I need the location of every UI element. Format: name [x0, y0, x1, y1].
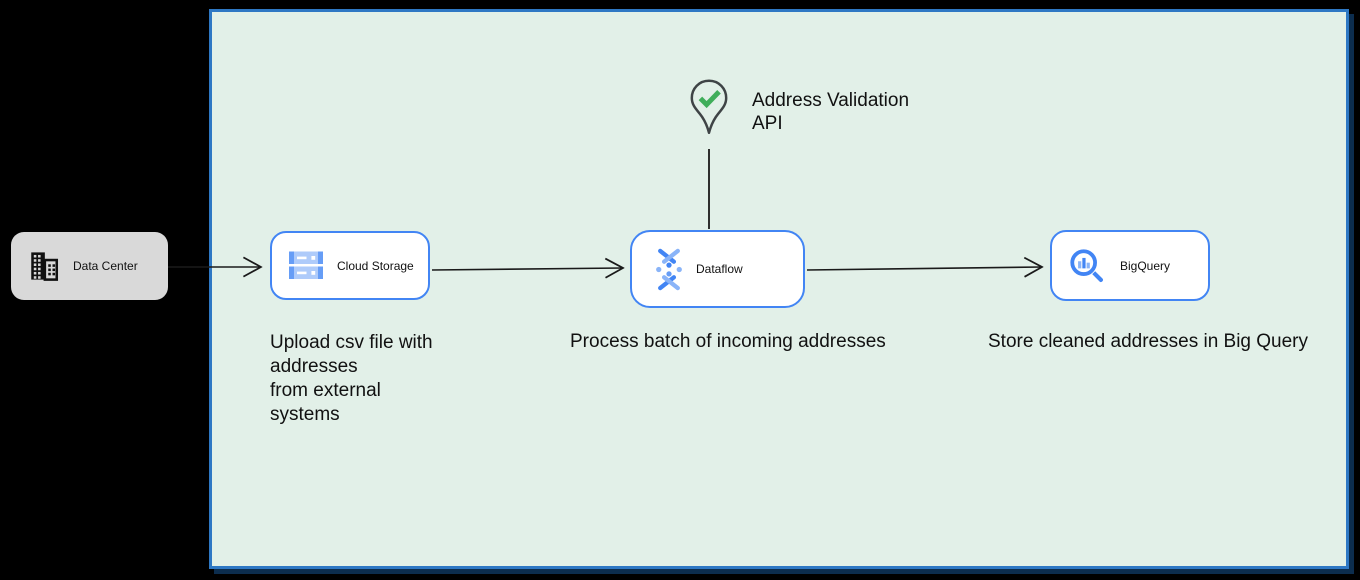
- bigquery-magnifier-icon: [1068, 247, 1106, 285]
- api-label-line1: Address Validation: [752, 90, 910, 111]
- node-label: BigQuery: [1120, 258, 1171, 273]
- note-line: from external: [270, 380, 381, 401]
- node-data-center: Data Center: [11, 232, 168, 300]
- note-process-batch: Process batch of incoming addresses: [570, 331, 886, 352]
- note-line: addresses: [270, 356, 358, 377]
- note-line: Upload csv file with: [270, 332, 433, 353]
- node-label: Data Center: [73, 259, 138, 273]
- node-bigquery: BigQuery: [1050, 230, 1210, 301]
- address-validation-api-label: Address Validation API: [752, 89, 909, 135]
- node-cloud-storage: Cloud Storage: [270, 231, 430, 300]
- dataflow-icon: [651, 248, 687, 291]
- node-label: Cloud Storage: [337, 258, 414, 273]
- building-icon: [27, 249, 61, 283]
- note-line: systems: [270, 404, 340, 425]
- node-label: Dataflow: [696, 262, 743, 276]
- note-upload-csv: Upload csv file with addresses from exte…: [270, 331, 433, 427]
- map-pin-check-icon: [688, 77, 730, 138]
- api-label-line2: API: [752, 113, 783, 134]
- note-store-bigquery: Store cleaned addresses in Big Query: [988, 331, 1309, 352]
- cloud-storage-icon: [288, 250, 324, 281]
- node-dataflow: Dataflow: [630, 230, 805, 308]
